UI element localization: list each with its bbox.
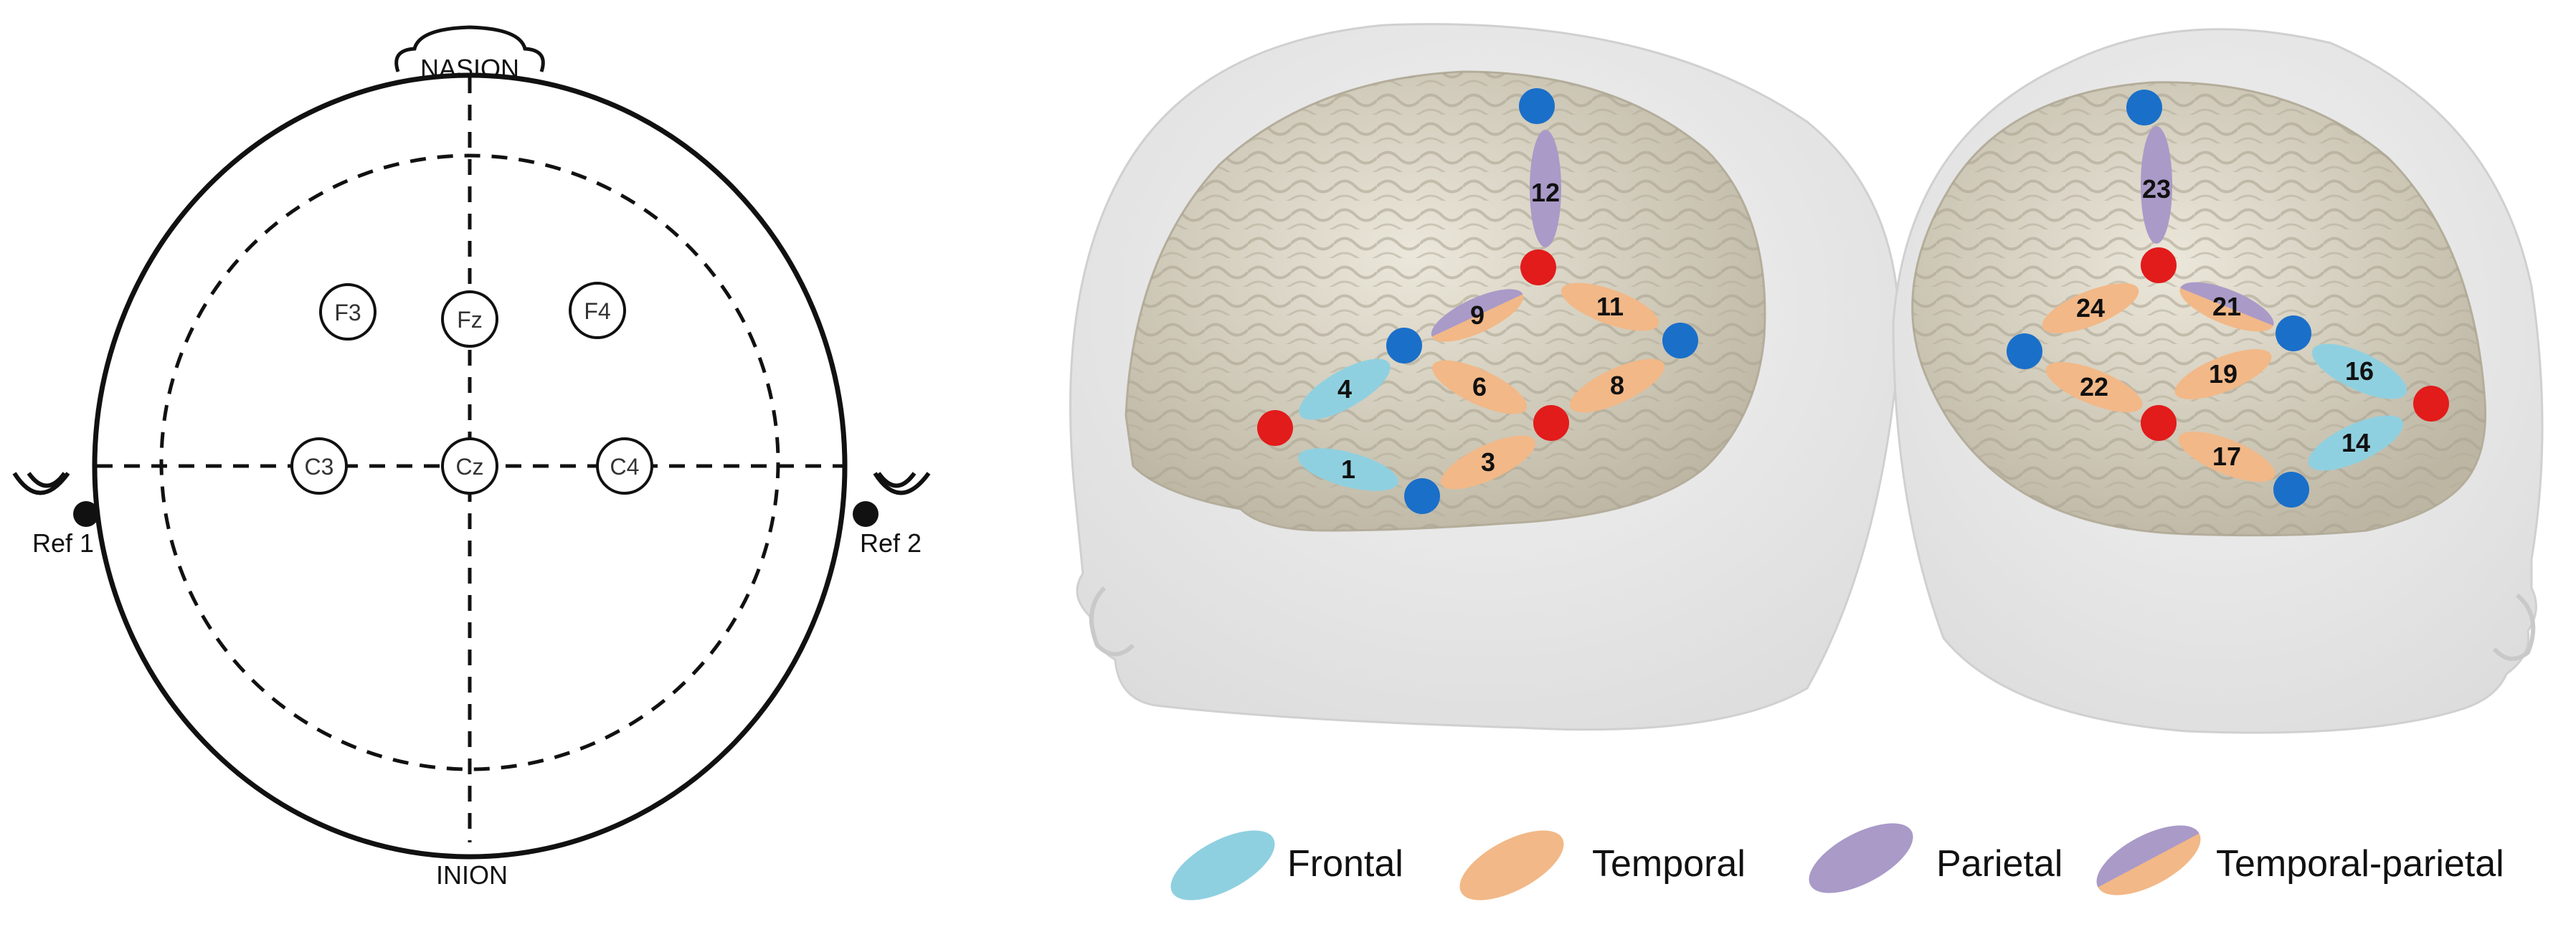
right-ear-icon — [853, 472, 931, 527]
svg-text:14: 14 — [2341, 428, 2370, 457]
source-marker — [1257, 410, 1293, 446]
svg-text:F4: F4 — [584, 298, 610, 324]
svg-text:11: 11 — [1596, 292, 1624, 321]
channel-17: 17 — [2178, 432, 2276, 482]
electrode-f3: F3 — [319, 283, 377, 341]
channel-4: 4 — [1299, 358, 1391, 420]
svg-text:22: 22 — [2080, 372, 2108, 401]
channel-8: 8 — [1569, 358, 1665, 413]
svg-text:F3: F3 — [334, 300, 361, 325]
channel-21: 21 — [2179, 282, 2274, 332]
channel-6: 6 — [1431, 360, 1528, 414]
channel-14: 14 — [2308, 415, 2404, 471]
svg-text:1: 1 — [1341, 455, 1355, 484]
svg-text:24: 24 — [2076, 293, 2105, 323]
left-ear-icon — [12, 472, 99, 527]
source-marker — [2141, 405, 2177, 441]
svg-text:6: 6 — [1472, 372, 1487, 401]
montage-diagram: NASION INION Ref 1 Ref 2 F3 Fz F4 C3 Cz … — [12, 25, 931, 890]
legend: Frontal Temporal Parietal Temporal-parie… — [1170, 823, 2504, 900]
channel-1: 1 — [1298, 448, 1398, 491]
svg-text:8: 8 — [1610, 371, 1624, 400]
detector-marker — [1519, 88, 1555, 124]
temporal-swatch — [1459, 830, 1564, 900]
ref-right-label: Ref 2 — [860, 528, 922, 558]
svg-text:Frontal: Frontal — [1287, 843, 1403, 885]
head-outline — [92, 72, 848, 860]
detector-marker — [2276, 315, 2311, 351]
source-marker — [2141, 247, 2177, 283]
svg-text:Fz: Fz — [457, 307, 483, 333]
inner-circle — [159, 153, 780, 771]
channel-23: 23 — [2141, 126, 2172, 244]
right-brain-view: 23 24 21 16 22 19 14 17 — [1892, 28, 2544, 734]
channel-19: 19 — [2174, 349, 2272, 399]
electrode-cz: Cz — [441, 437, 498, 495]
source-marker — [1533, 405, 1569, 441]
detector-marker — [1662, 323, 1698, 358]
channel-3: 3 — [1440, 435, 1536, 490]
svg-text:21: 21 — [2212, 292, 2241, 321]
detector-marker — [2126, 90, 2162, 125]
svg-text:Parietal: Parietal — [1936, 843, 2063, 885]
detector-marker — [1386, 328, 1422, 363]
electrode-c4: C4 — [596, 437, 653, 495]
detector-marker — [2273, 472, 2309, 508]
source-marker — [1520, 249, 1556, 285]
source-marker — [2413, 386, 2449, 422]
svg-text:C3: C3 — [305, 454, 334, 480]
nose-outline — [394, 25, 545, 72]
svg-text:Temporal: Temporal — [1592, 843, 1746, 885]
svg-text:23: 23 — [2142, 174, 2171, 204]
temporal-parietal-swatch — [2096, 825, 2201, 895]
left-brain-view: 12 9 11 4 6 8 1 3 — [1069, 23, 1900, 731]
svg-text:3: 3 — [1481, 447, 1495, 477]
parietal-swatch — [1809, 823, 1913, 893]
ear-right-view — [2492, 593, 2536, 661]
svg-text:4: 4 — [1337, 374, 1352, 404]
ref-left-label: Ref 1 — [32, 528, 94, 558]
electrode-f4: F4 — [569, 282, 626, 339]
detector-marker — [2007, 333, 2042, 369]
legend-item-frontal: Frontal — [1170, 830, 1403, 900]
nasion-label: NASION — [420, 54, 519, 83]
ear-left-view — [1089, 586, 1135, 657]
channel-24: 24 — [2042, 283, 2139, 333]
electrode-c3: C3 — [290, 437, 348, 495]
svg-text:C4: C4 — [610, 454, 640, 480]
svg-text:9: 9 — [1470, 300, 1484, 330]
legend-item-temporal: Temporal — [1459, 830, 1746, 900]
channel-12: 12 — [1530, 130, 1561, 247]
legend-item-temporal-parietal: Temporal-parietal — [2096, 825, 2504, 895]
channel-11: 11 — [1561, 282, 1659, 331]
svg-text:19: 19 — [2209, 359, 2238, 389]
detector-marker — [1404, 478, 1440, 514]
svg-text:12: 12 — [1531, 178, 1560, 207]
channel-22: 22 — [2045, 362, 2143, 412]
svg-text:Cz: Cz — [455, 454, 483, 480]
legend-item-parietal: Parietal — [1809, 823, 2063, 893]
svg-text:Temporal-parietal: Temporal-parietal — [2216, 843, 2504, 885]
channel-9: 9 — [1431, 289, 1524, 342]
electrode-fz: Fz — [441, 290, 498, 348]
channel-16: 16 — [2311, 343, 2407, 399]
svg-text:16: 16 — [2345, 356, 2374, 386]
svg-text:17: 17 — [2212, 442, 2241, 471]
inion-label: INION — [436, 860, 508, 890]
frontal-swatch — [1170, 830, 1275, 900]
